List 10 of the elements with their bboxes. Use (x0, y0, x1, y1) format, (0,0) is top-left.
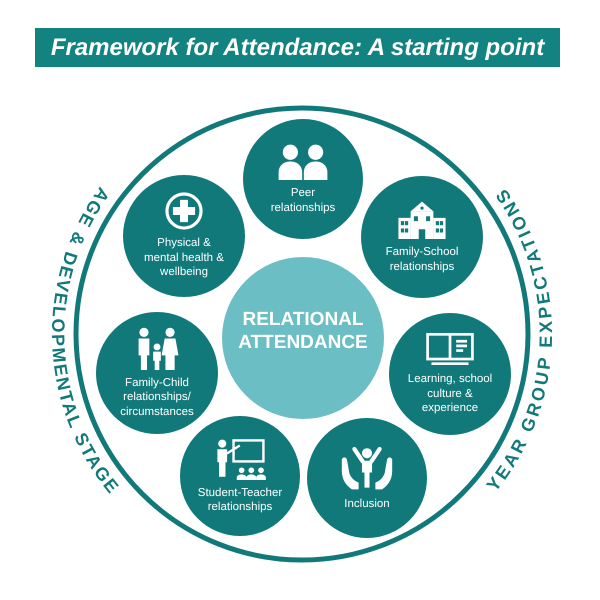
topic-circle (243, 119, 363, 239)
title-banner: Framework for Attendance: A starting point (35, 28, 560, 67)
core-label: RELATIONAL ATTENDANCE (237, 309, 369, 355)
topic-label: Peer relationships (270, 186, 336, 215)
topic-label: Student-Teacher relationships (196, 486, 284, 514)
topic-label: Family-Child relationships/ circumstances (119, 376, 195, 420)
topic-label: Family-School relationships (384, 245, 460, 274)
topic-label: Learning, school culture & experience (406, 372, 494, 416)
topic-label: Physical & mental health & wellbeing (143, 236, 225, 280)
topic-label: Inclusion (343, 497, 391, 512)
